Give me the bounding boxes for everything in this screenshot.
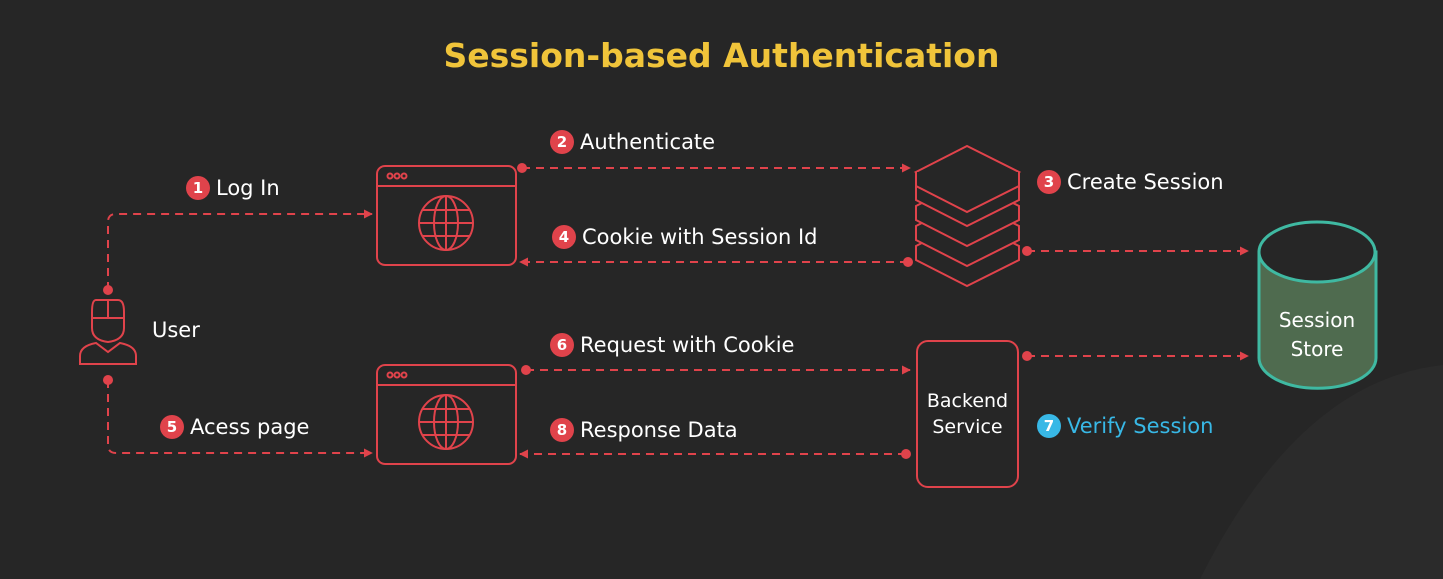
diagram-title: Session-based Authentication (443, 36, 1000, 75)
user-icon (79, 299, 137, 365)
step-text: Cookie with Session Id (582, 225, 818, 249)
session-store-cylinder (1257, 220, 1378, 390)
server-stack-icon (913, 144, 1022, 288)
browser-window-icon (376, 364, 517, 465)
step-6-label: 6 Request with Cookie (550, 333, 794, 357)
globe-icon (418, 394, 474, 450)
step-1-label: 1 Log In (186, 176, 280, 200)
step-8-label: 8 Response Data (550, 418, 738, 442)
session-store-label: Session Store (1258, 306, 1376, 364)
arrow-access-page (107, 380, 373, 458)
backend-label-line1: Backend (926, 390, 1009, 412)
step-7-label: 7 Verify Session (1037, 414, 1213, 438)
user-label: User (152, 318, 200, 342)
step-2-label: 2 Authenticate (550, 130, 715, 154)
step-number-badge: 6 (550, 333, 574, 357)
step-number-badge: 1 (186, 176, 210, 200)
background-curve (1200, 365, 1443, 579)
step-number-badge: 4 (552, 225, 576, 249)
arrow-login (107, 209, 373, 290)
step-number-badge: 2 (550, 130, 574, 154)
globe-icon (418, 195, 474, 251)
step-text: Log In (216, 176, 280, 200)
backend-label-line2: Service (932, 416, 1003, 438)
step-text: Verify Session (1067, 414, 1214, 438)
step-text: Response Data (580, 418, 738, 442)
connector-dots (103, 163, 1032, 459)
step-number-badge: 3 (1037, 170, 1061, 194)
step-text: Request with Cookie (580, 333, 795, 357)
step-text: Authenticate (580, 130, 716, 154)
step-text: Acess page (190, 415, 310, 439)
step-5-label: 5 Acess page (160, 415, 309, 439)
step-number-badge: 5 (160, 415, 184, 439)
step-number-badge: 8 (550, 418, 574, 442)
step-3-label: 3 Create Session (1037, 170, 1224, 194)
store-label-line2: Store (1290, 337, 1344, 361)
step-text: Create Session (1067, 170, 1224, 194)
browser-window-icon (376, 165, 517, 266)
step-number-badge: 7 (1037, 414, 1061, 438)
backend-service-box: Backend Service (916, 340, 1019, 488)
store-label-line1: Session (1278, 308, 1356, 332)
step-4-label: 4 Cookie with Session Id (552, 225, 818, 249)
